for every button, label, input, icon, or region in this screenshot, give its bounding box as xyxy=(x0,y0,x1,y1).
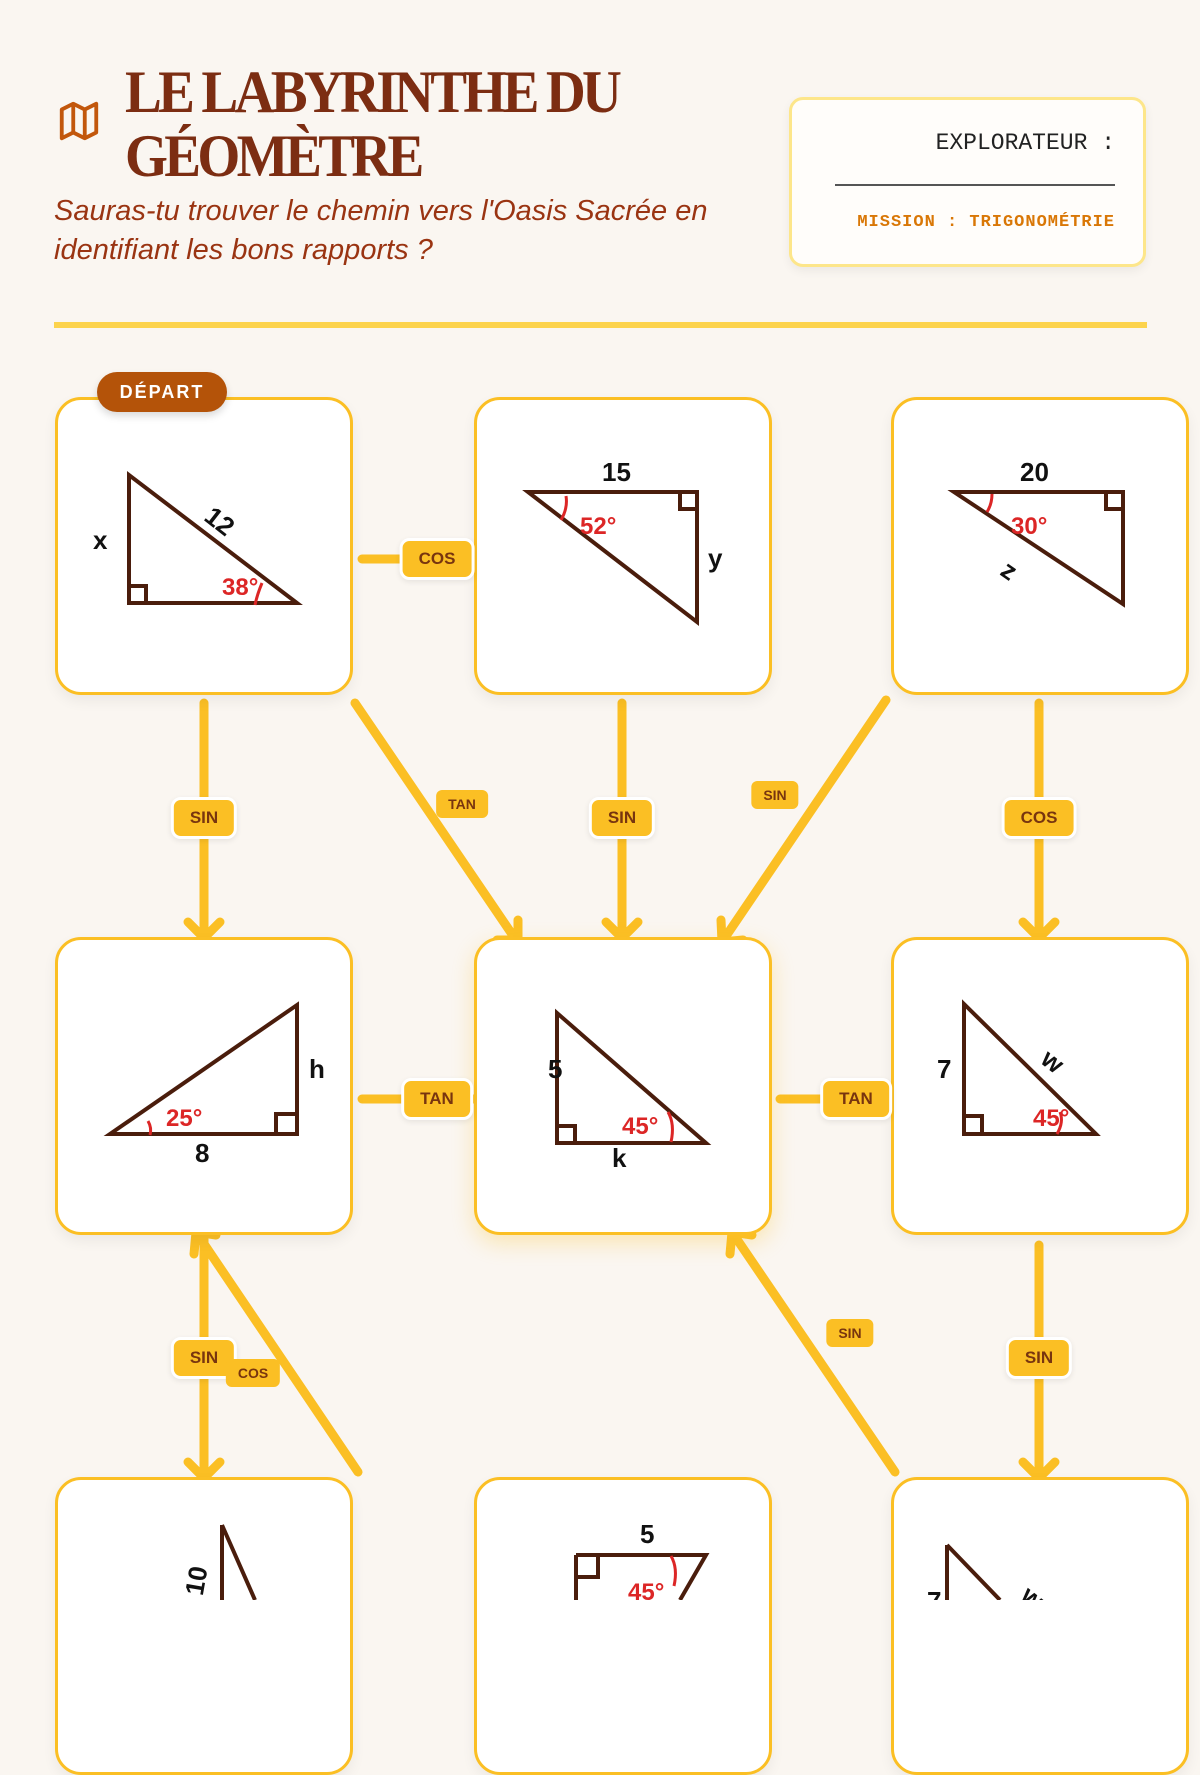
triangle-2 xyxy=(522,490,699,627)
connector-cos[interactable]: COS xyxy=(399,538,475,580)
page-subtitle: Sauras-tu trouver le chemin vers l'Oasis… xyxy=(54,195,708,266)
connector-tan[interactable]: TAN xyxy=(820,1078,892,1120)
label-wb: w xyxy=(1015,1579,1051,1600)
angle-45: 45° xyxy=(622,1113,658,1140)
label-8: 8 xyxy=(195,1138,209,1168)
label-12: 12 xyxy=(199,500,240,541)
triangle-8 xyxy=(574,1553,710,1600)
triangle-1 xyxy=(127,470,303,605)
label-7: 7 xyxy=(937,1054,951,1084)
maze-card-6[interactable] xyxy=(891,937,1189,1235)
angle-38: 38° xyxy=(222,574,258,601)
maze-card-3[interactable] xyxy=(891,397,1189,695)
map-icon xyxy=(59,101,99,141)
label-h: h xyxy=(309,1054,325,1084)
angle-25: 25° xyxy=(166,1105,202,1132)
maze-card-4[interactable] xyxy=(55,937,353,1235)
label-x: x xyxy=(93,525,108,555)
connector-sin[interactable]: SIN xyxy=(170,797,238,839)
explorer-card: EXPLORATEUR : MISSION : TRIGONOMÉTRIE xyxy=(789,97,1146,267)
label-z: z xyxy=(995,554,1023,586)
angle-45c: 45° xyxy=(628,1579,664,1600)
name-line[interactable] xyxy=(835,184,1115,186)
label-5b: 5 xyxy=(640,1519,654,1549)
connector-sin[interactable]: SIN xyxy=(751,781,799,809)
maze-card-2[interactable] xyxy=(474,397,772,695)
divider xyxy=(54,322,1147,328)
triangle-7 xyxy=(220,1524,257,1600)
triangle-3 xyxy=(947,490,1125,608)
label-10: 10 xyxy=(179,1564,214,1598)
maze-card-1[interactable] xyxy=(55,397,353,695)
connector-tan[interactable]: TAN xyxy=(436,790,488,818)
start-badge: DÉPART xyxy=(97,372,227,412)
label-7b: 7 xyxy=(927,1586,941,1600)
explorer-label: EXPLORATEUR : xyxy=(935,130,1115,156)
label-y: y xyxy=(708,543,723,573)
label-15: 15 xyxy=(602,457,631,487)
triangle-5 xyxy=(555,1008,712,1145)
angle-30: 30° xyxy=(1011,513,1047,540)
mission-label: MISSION : TRIGONOMÉTRIE xyxy=(857,213,1115,232)
maze-card-5[interactable] xyxy=(474,937,772,1235)
connector-cos[interactable]: COS xyxy=(1001,797,1077,839)
label-k: k xyxy=(612,1143,627,1173)
label-20: 20 xyxy=(1020,457,1049,487)
connector-sin[interactable]: SIN xyxy=(1005,1337,1073,1379)
connector-sin[interactable]: SIN xyxy=(588,797,656,839)
triangle-6 xyxy=(962,999,1101,1136)
connector-tan[interactable]: TAN xyxy=(401,1078,473,1120)
triangle-4 xyxy=(103,1001,299,1136)
connector-cos[interactable]: COS xyxy=(225,1359,281,1387)
angle-52: 52° xyxy=(580,513,616,540)
connector-sin[interactable]: SIN xyxy=(826,1319,874,1347)
label-5: 5 xyxy=(548,1054,562,1084)
angle-45b: 45° xyxy=(1033,1105,1069,1132)
label-w: w xyxy=(1035,1043,1071,1080)
triangle-9 xyxy=(945,1543,1002,1600)
triangles: x 12 38° 15 52° y 20 30° z h 25° 8 5 45°… xyxy=(93,457,1125,1600)
